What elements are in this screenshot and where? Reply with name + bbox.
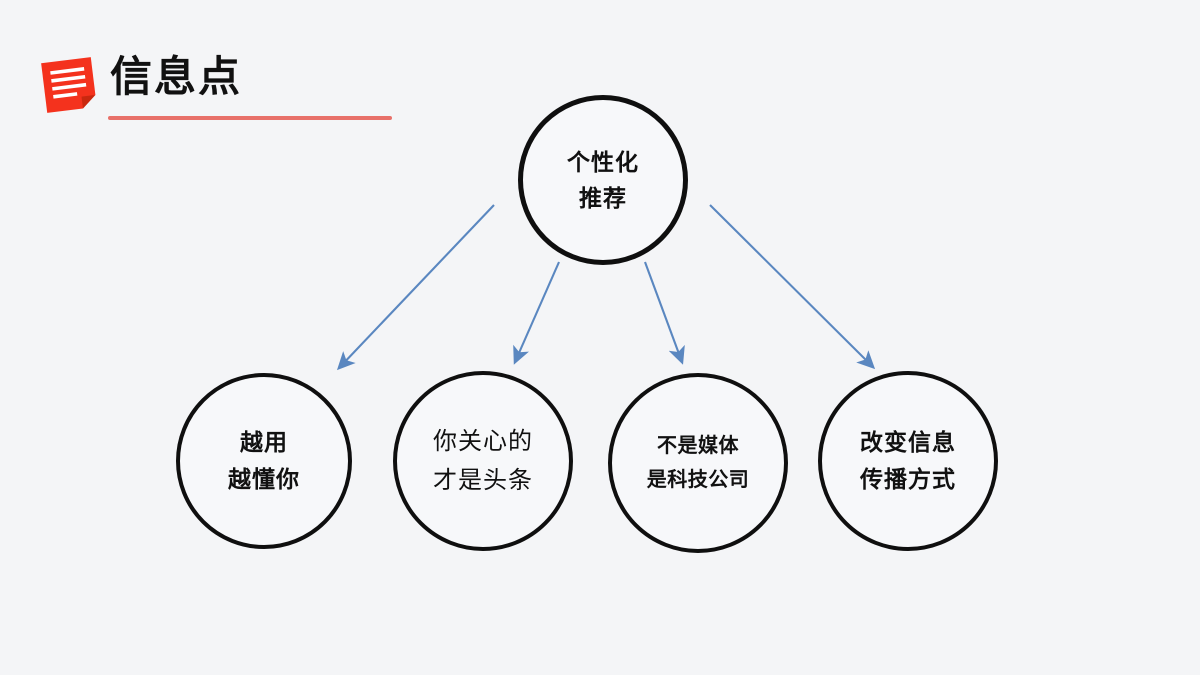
slide-header: 信息点 (36, 46, 456, 136)
node-change-information-spread[interactable]: 改变信息 传播方式 (818, 371, 998, 551)
node-d-line-2: 传播方式 (860, 466, 956, 492)
node-b-line-2: 才是头条 (433, 467, 533, 494)
node-c-line-1: 不是媒体 (657, 435, 739, 457)
node-knows-you-better[interactable]: 越用 越懂你 (176, 373, 352, 549)
arrow-root-to-child-2 (513, 261, 560, 365)
node-root-line-2: 推荐 (579, 185, 627, 211)
node-b-line-1: 你关心的 (433, 428, 533, 455)
note-document-icon (36, 54, 102, 116)
arrow-root-to-child-4 (709, 204, 876, 370)
node-personalized-recommendation[interactable]: 个性化 推荐 (518, 95, 688, 265)
node-root-line-1: 个性化 (567, 149, 639, 175)
node-c-line-2: 是科技公司 (646, 469, 750, 491)
node-a-line-1: 越用 (240, 429, 288, 455)
node-what-you-care-is-headline[interactable]: 你关心的 才是头条 (393, 371, 573, 551)
page-title: 信息点 (110, 53, 243, 100)
arrow-root-to-child-3 (644, 261, 685, 365)
node-d-line-1: 改变信息 (860, 429, 956, 455)
node-not-media-but-tech-company[interactable]: 不是媒体 是科技公司 (608, 373, 788, 553)
title-underline-rule (108, 116, 392, 120)
arrow-root-to-child-1 (336, 204, 495, 371)
node-a-line-2: 越懂你 (228, 466, 300, 492)
